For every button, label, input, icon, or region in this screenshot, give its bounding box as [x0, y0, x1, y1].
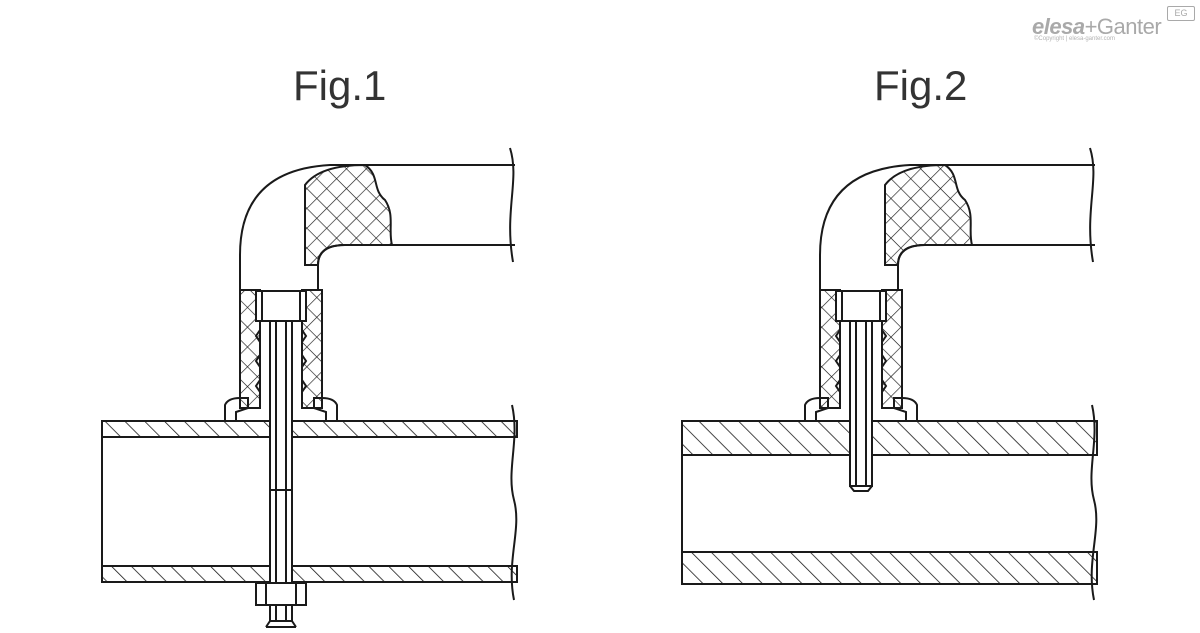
fig1-grip-section: [304, 163, 394, 266]
fig1-boss-thread: [254, 329, 308, 393]
fig1-tube-top-wall: [101, 420, 518, 438]
fig1-nut: [255, 582, 307, 606]
figure-2: [681, 147, 1098, 601]
fig2-tube-top-wall: [681, 420, 1098, 456]
figure-2-title: Fig.2: [874, 62, 968, 109]
fig2-grip-section: [884, 163, 974, 266]
fig2-screw-head: [835, 290, 887, 322]
figure-1: [101, 147, 518, 628]
fig2-handle-break-line: [1089, 147, 1095, 263]
fig2-boss-thread: [834, 329, 888, 393]
elesa-ganter-logo: elesa+Ganter ©Copyright | elesa-ganter.c…: [1030, 6, 1195, 46]
logo-wordmark: elesa+Ganter: [1032, 14, 1162, 40]
fig2-screw-shank: [849, 320, 873, 487]
fig1-tube-break-line: [510, 404, 518, 601]
fig1-screw-head: [255, 290, 307, 322]
logo-plus-text: +: [1084, 14, 1098, 39]
logo-ganter-text: Ganter: [1096, 14, 1162, 39]
fig1-tube-bottom-wall: [101, 565, 518, 583]
fig2-base-washer: [804, 397, 918, 421]
logo-badge: EG: [1167, 6, 1195, 21]
fig2-tube-bottom-wall: [681, 551, 1098, 585]
fig2-tube-break-line: [1090, 404, 1098, 601]
fig1-screw-shank: [269, 320, 293, 622]
fig1-base-washer: [224, 397, 338, 421]
fig1-handle-break-line: [509, 147, 515, 263]
figure-1-title: Fig.1: [293, 62, 387, 109]
logo-brand-text: elesa: [1032, 14, 1085, 39]
logo-copyright: ©Copyright | elesa-ganter.com: [1034, 36, 1116, 42]
